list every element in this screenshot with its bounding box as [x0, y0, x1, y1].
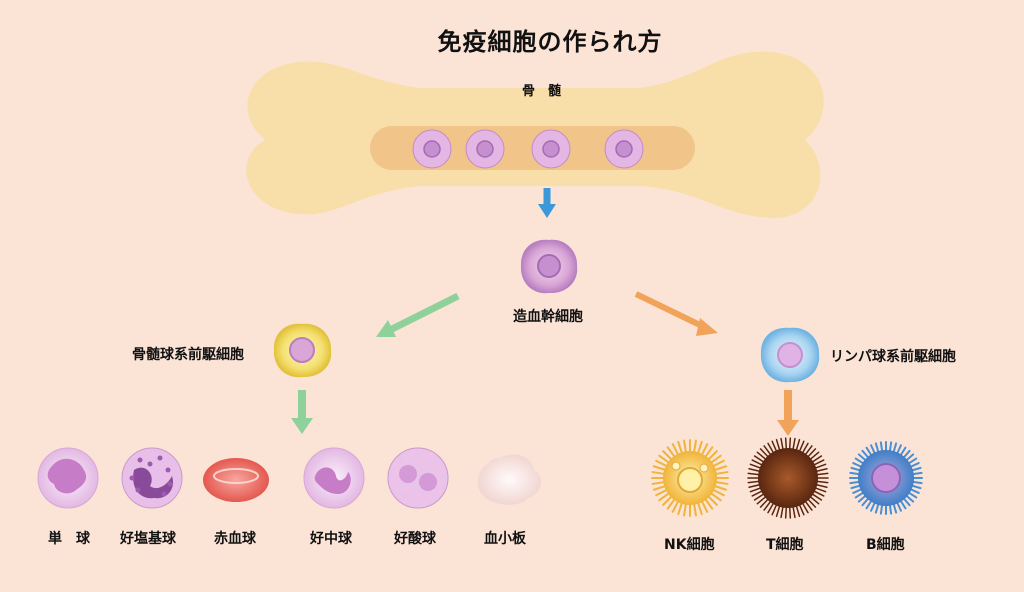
marrow-cell	[604, 129, 644, 169]
eosinophil-label: 好酸球	[394, 531, 436, 547]
platelet-label: 血小板	[484, 531, 526, 547]
arrow-myeloid-down	[291, 390, 313, 434]
stem-cell	[520, 239, 578, 294]
monocyte-label: 単 球	[48, 531, 90, 547]
arrow-stem-to-myeloid	[376, 292, 460, 337]
marrow-cell	[465, 129, 505, 169]
arrow-lymphoid-down	[777, 390, 799, 436]
platelet-cell	[477, 454, 542, 505]
eosinophil-cell	[387, 447, 449, 509]
b-cell-label: B細胞	[866, 537, 905, 553]
myeloid-progenitor-label: 骨髄球系前駆細胞	[132, 347, 244, 363]
nk-cell-label: NK細胞	[664, 537, 715, 553]
t-cell	[747, 437, 829, 519]
arrow-bone-to-stem	[538, 188, 556, 218]
stem-cell-label: 造血幹細胞	[513, 309, 583, 325]
neutrophil-cell	[303, 447, 365, 509]
arrow-stem-to-lymphoid	[634, 291, 718, 336]
basophil-label: 好塩基球	[120, 531, 176, 547]
nk-cell	[651, 439, 729, 517]
lymphoid-progenitor-cell	[760, 327, 820, 383]
red-blood-cell	[203, 458, 269, 502]
lymphoid-progenitor-label: リンパ球系前駆細胞	[830, 349, 956, 365]
monocyte-cell	[37, 447, 99, 509]
red-blood-cell-label: 赤血球	[214, 531, 256, 547]
bone-marrow-label: 骨 髄	[522, 84, 562, 99]
page-title: 免疫細胞の作られ方	[437, 28, 663, 56]
marrow-cell	[412, 129, 452, 169]
b-cell	[849, 441, 923, 515]
t-cell-label: T細胞	[766, 537, 804, 553]
marrow-cell	[531, 129, 571, 169]
neutrophil-label: 好中球	[310, 531, 352, 547]
myeloid-progenitor-cell	[273, 323, 332, 378]
basophil-cell	[121, 447, 183, 509]
